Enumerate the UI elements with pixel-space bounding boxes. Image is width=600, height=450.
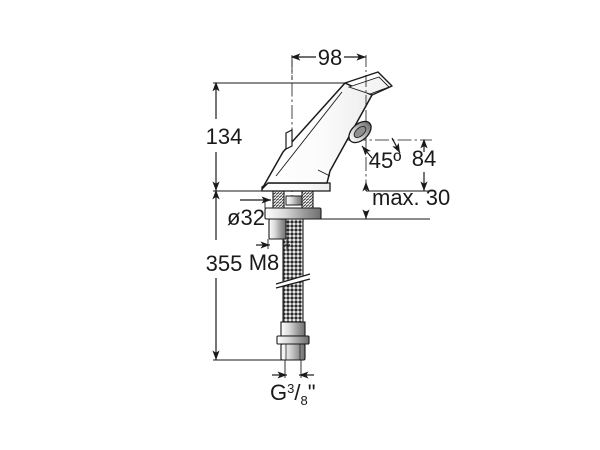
dimension-134: 134	[206, 81, 243, 191]
mounting-hardware	[264, 190, 322, 240]
dim-d32-label: ø32	[227, 205, 265, 230]
dim-45-arrow-lower	[361, 145, 373, 159]
dimension-98: 98	[290, 45, 367, 115]
mounting-washer	[264, 207, 322, 220]
dim-g38-suffix: "	[308, 380, 316, 405]
stud-lock-nut	[268, 218, 287, 240]
column-lower-edge	[317, 169, 331, 177]
dim-134-label: 134	[206, 124, 243, 149]
faucet-body	[261, 71, 393, 192]
hose-break-symbol	[275, 273, 311, 289]
dimension-diameter-32: ø32	[227, 196, 271, 230]
dim-45-arrow-upper	[391, 137, 401, 154]
dimension-45-degrees: 45º	[361, 137, 402, 173]
dim-g38-numerator: 3	[287, 381, 294, 396]
dim-m8-label: M8	[249, 250, 280, 275]
dimension-84: 84	[412, 138, 436, 191]
dim-98-label: 98	[318, 45, 342, 70]
dimension-max-30: max. 30	[362, 181, 450, 219]
dimension-355: 355	[206, 189, 243, 360]
nut-shoulder	[276, 335, 310, 345]
dim-g38-label: G3/8"	[270, 380, 316, 408]
dimension-g38: G3/8"	[270, 360, 316, 408]
column-edge-highlight	[275, 91, 343, 177]
nut-hex-body	[280, 343, 306, 361]
dim-max30-label: max. 30	[372, 185, 450, 210]
supply-connection-nut	[276, 335, 310, 361]
dim-g38-slash: /	[294, 380, 301, 405]
dimension-m8: M8	[249, 239, 290, 275]
hose-ferrule	[280, 321, 306, 337]
dim-g38-denominator: 8	[300, 393, 307, 408]
dim-355-label: 355	[206, 251, 243, 276]
dim-45-label: 45º	[369, 148, 402, 173]
shank-collar	[285, 195, 303, 206]
faucet-base-foot	[261, 182, 331, 192]
outlet-aerator-inner	[353, 126, 367, 138]
push-button-lever	[285, 129, 293, 150]
spout-head-inner-face	[347, 76, 390, 95]
dim-g38-prefix: G	[270, 380, 287, 405]
dim-84-label: 84	[412, 146, 436, 171]
